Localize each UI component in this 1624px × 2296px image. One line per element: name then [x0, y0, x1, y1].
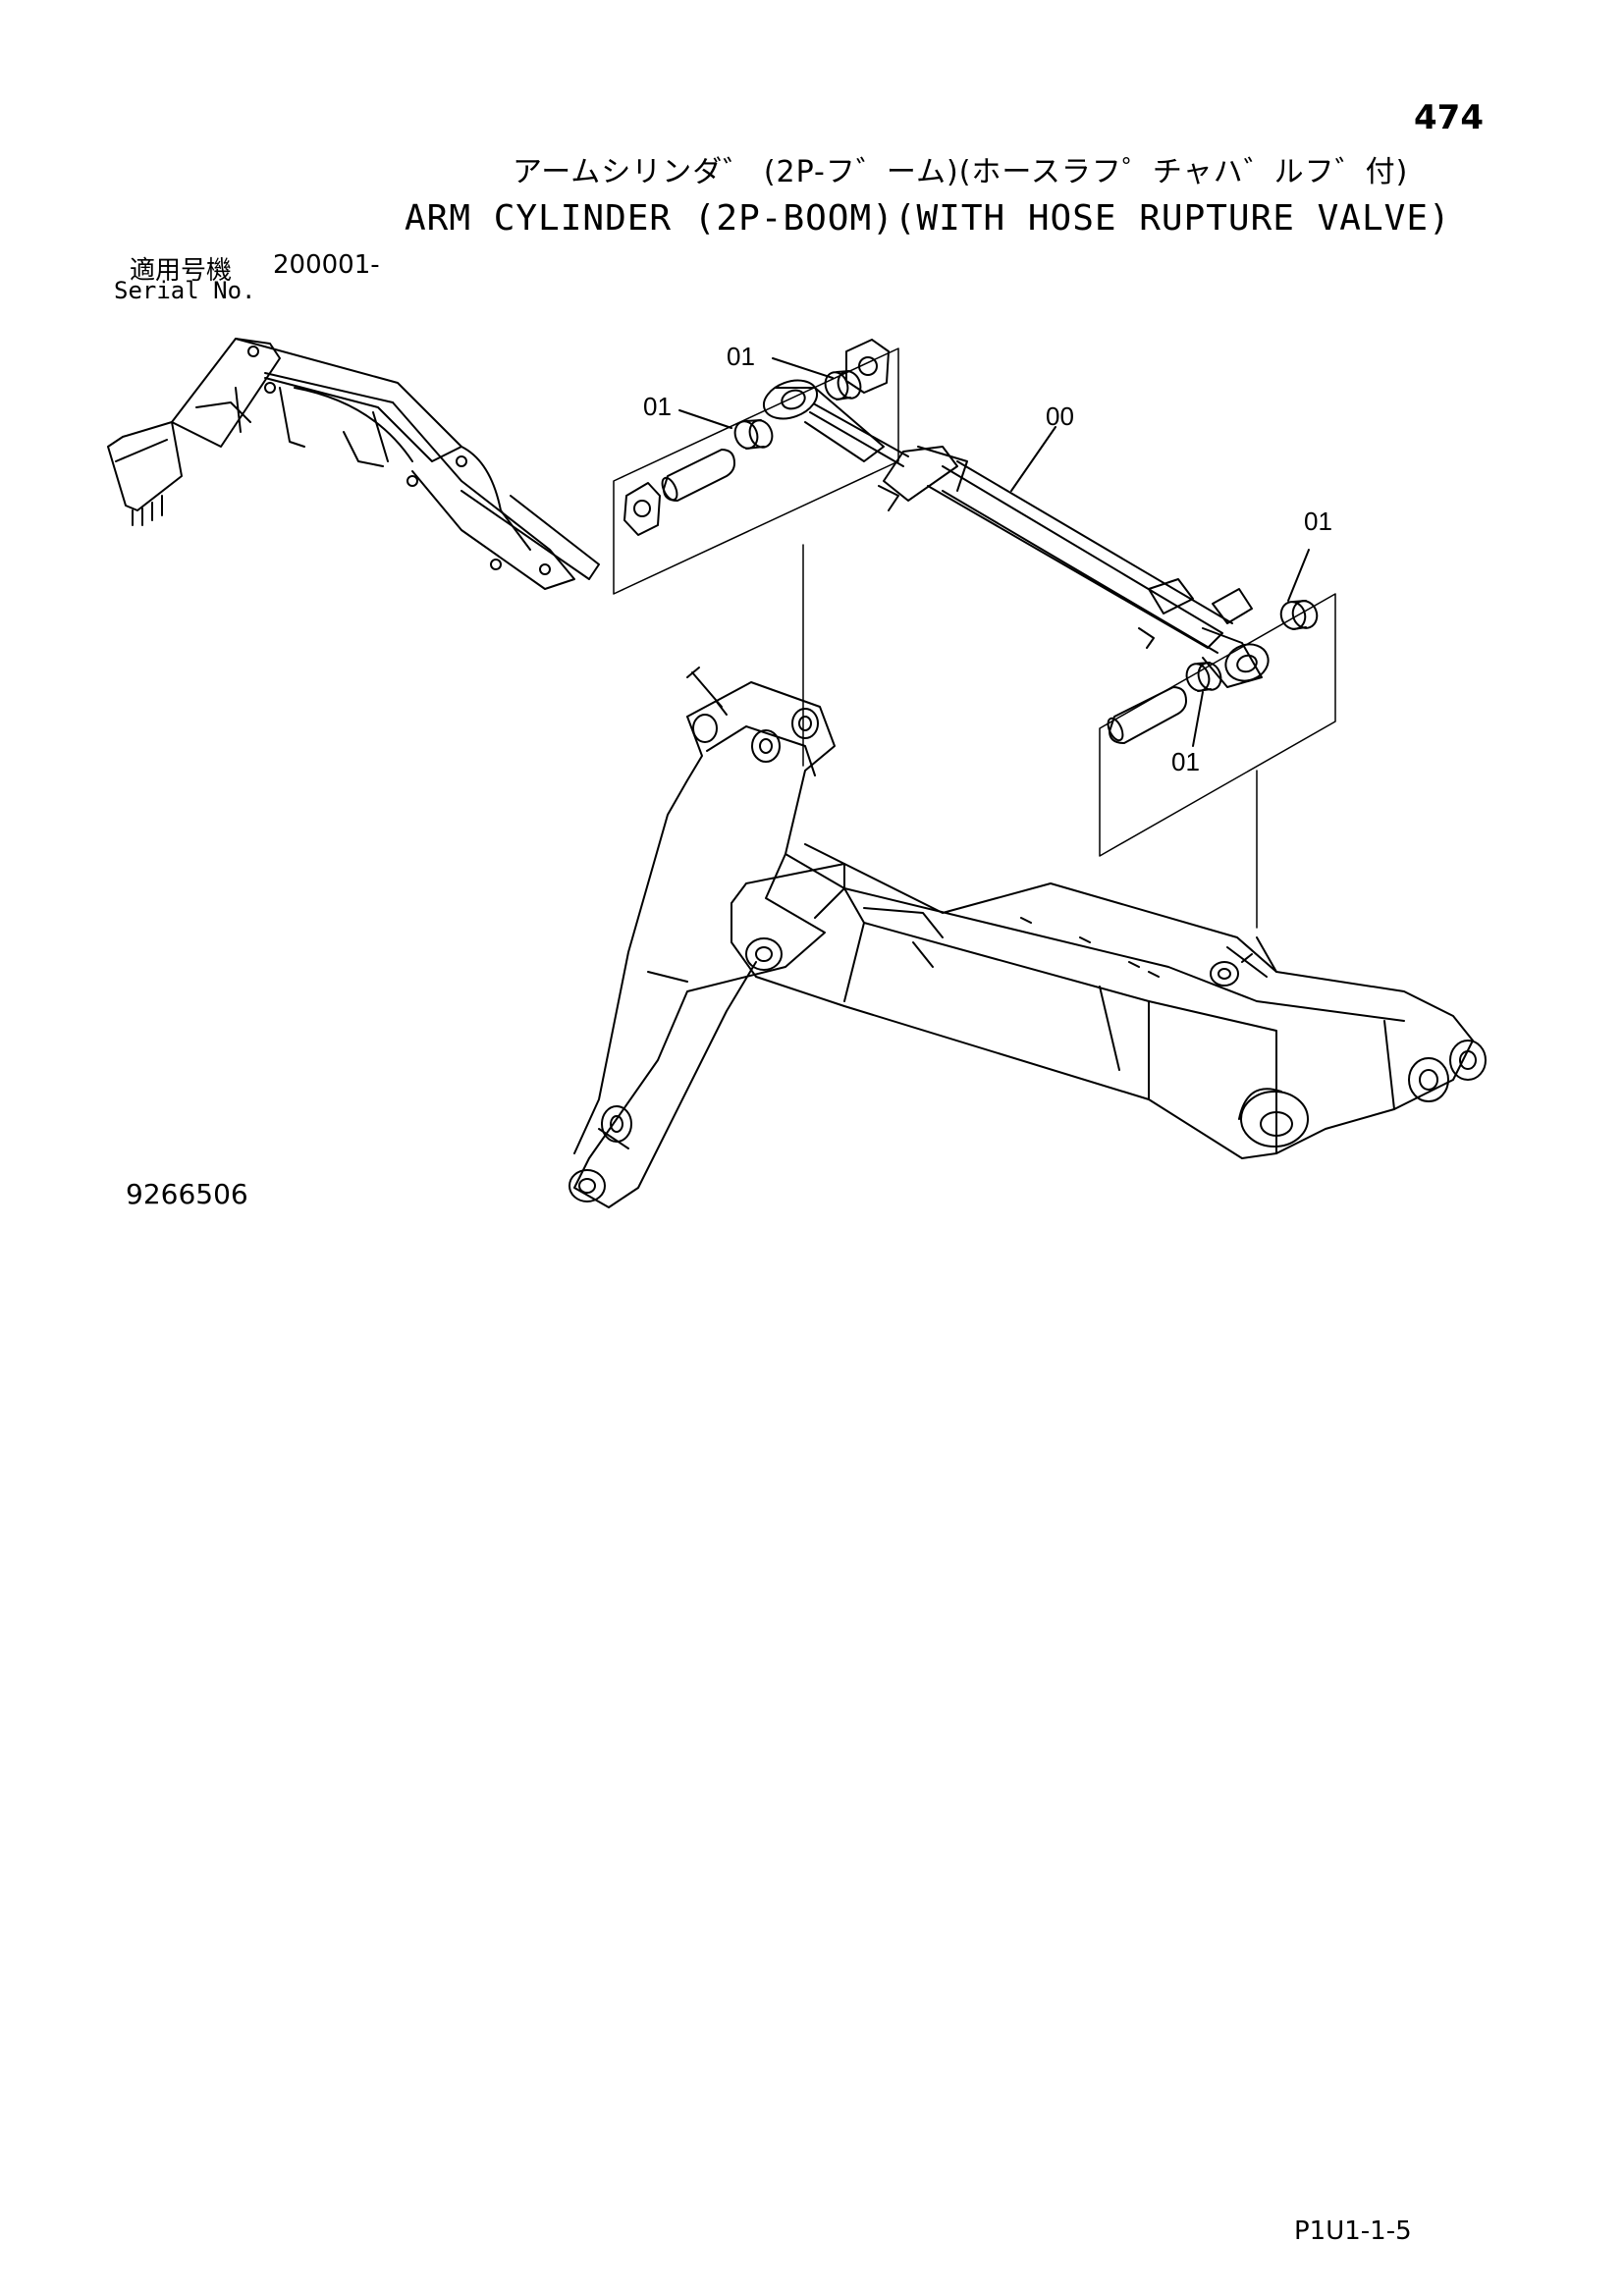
callout-00-cylinder: 00	[1046, 401, 1074, 431]
callout-01-upper-bushing: 01	[727, 342, 755, 371]
serial-value: 200001-	[273, 250, 380, 280]
callout-01-lower-bushing: 01	[1171, 747, 1200, 776]
callout-01-right-bushing: 01	[1304, 507, 1332, 536]
page-number: 474	[1414, 98, 1484, 137]
page-code: P1U1-1-5	[1294, 2216, 1412, 2246]
boom-assembly	[568, 681, 1487, 1208]
parts-diagram: 01 01 00 01 01	[107, 338, 1487, 1208]
callout-01-upper-pin: 01	[643, 392, 672, 421]
overview-thumbnail	[107, 338, 600, 590]
title-japanese: アームシリンダ゛ (2P-フ゛ーム)(ホースラフ゜チャハ゛ルフ゛付)	[513, 155, 1409, 189]
serial-label-english: Serial No.	[114, 277, 256, 304]
title-english: ARM CYLINDER (2P-BOOM)(WITH HOSE RUPTURE…	[405, 198, 1451, 239]
serial-label-japanese: 適用号機	[130, 256, 233, 286]
arm-cylinder	[762, 379, 1270, 688]
figure-number: 9266506	[126, 1178, 248, 1210]
